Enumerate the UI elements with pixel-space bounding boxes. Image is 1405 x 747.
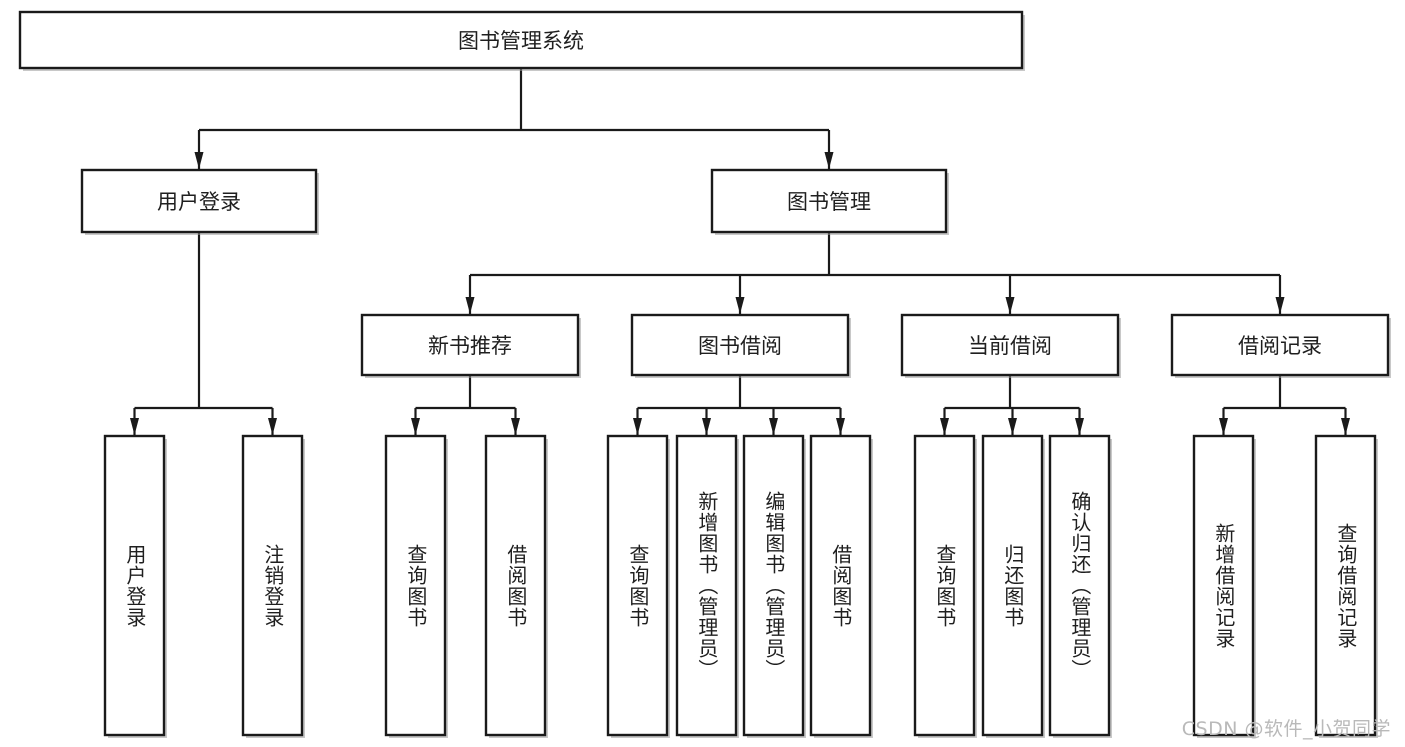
edges-layer [130,68,1350,435]
node-leaf-add-book[interactable] [675,434,739,738]
arrow-head [769,418,778,435]
watermark-text: CSDN @软件_小贺同学 [1181,718,1391,740]
arrow-head [1219,418,1228,435]
arrow-head [940,418,949,435]
arrow-head [130,418,139,435]
node-leaf-logout[interactable] [241,434,305,738]
arrow-head [702,418,711,435]
arrow-head [194,152,204,169]
node-label-new-book-recommend: 新书推荐 [428,334,512,358]
node-book-borrow[interactable] [630,313,851,378]
node-leaf-borrow-book-1[interactable] [484,434,548,738]
node-leaf-user-login[interactable] [103,434,167,738]
arrow-head [735,297,745,314]
node-label-user-login: 用户登录 [157,190,241,214]
node-leaf-return-book[interactable] [981,434,1045,738]
arrow-head [824,152,834,169]
node-label-book-borrow: 图书借阅 [698,334,782,358]
arrow-head [633,418,642,435]
node-leaf-query-record[interactable] [1314,434,1378,738]
arrow-head [1341,418,1350,435]
arrow-head [511,418,520,435]
node-label-root: 图书管理系统 [458,29,584,53]
node-current-borrow[interactable] [900,313,1121,378]
node-user-login[interactable] [80,168,319,235]
arrow-head [1075,418,1084,435]
node-leaf-edit-book[interactable] [742,434,806,738]
node-leaf-confirm-return[interactable] [1048,434,1112,738]
node-label-borrow-record: 借阅记录 [1238,334,1322,358]
arrow-head [836,418,845,435]
arrow-head [411,418,420,435]
arrow-head [268,418,277,435]
arrow-head [465,297,475,314]
arrow-head [1008,418,1017,435]
node-leaf-query-book-1[interactable] [384,434,448,738]
node-new-book-recommend[interactable] [360,313,581,378]
arrow-head [1275,297,1285,314]
arrow-head [1005,297,1015,314]
node-leaf-borrow-book-2[interactable] [809,434,873,738]
node-label-current-borrow: 当前借阅 [968,334,1052,358]
node-leaf-add-record[interactable] [1192,434,1256,738]
node-borrow-record[interactable] [1170,313,1391,378]
node-book-management[interactable] [710,168,949,235]
node-root[interactable] [18,10,1025,71]
node-label-book-management: 图书管理 [787,190,871,214]
node-leaf-query-book-3[interactable] [913,434,977,738]
node-leaf-query-book-2[interactable] [606,434,670,738]
